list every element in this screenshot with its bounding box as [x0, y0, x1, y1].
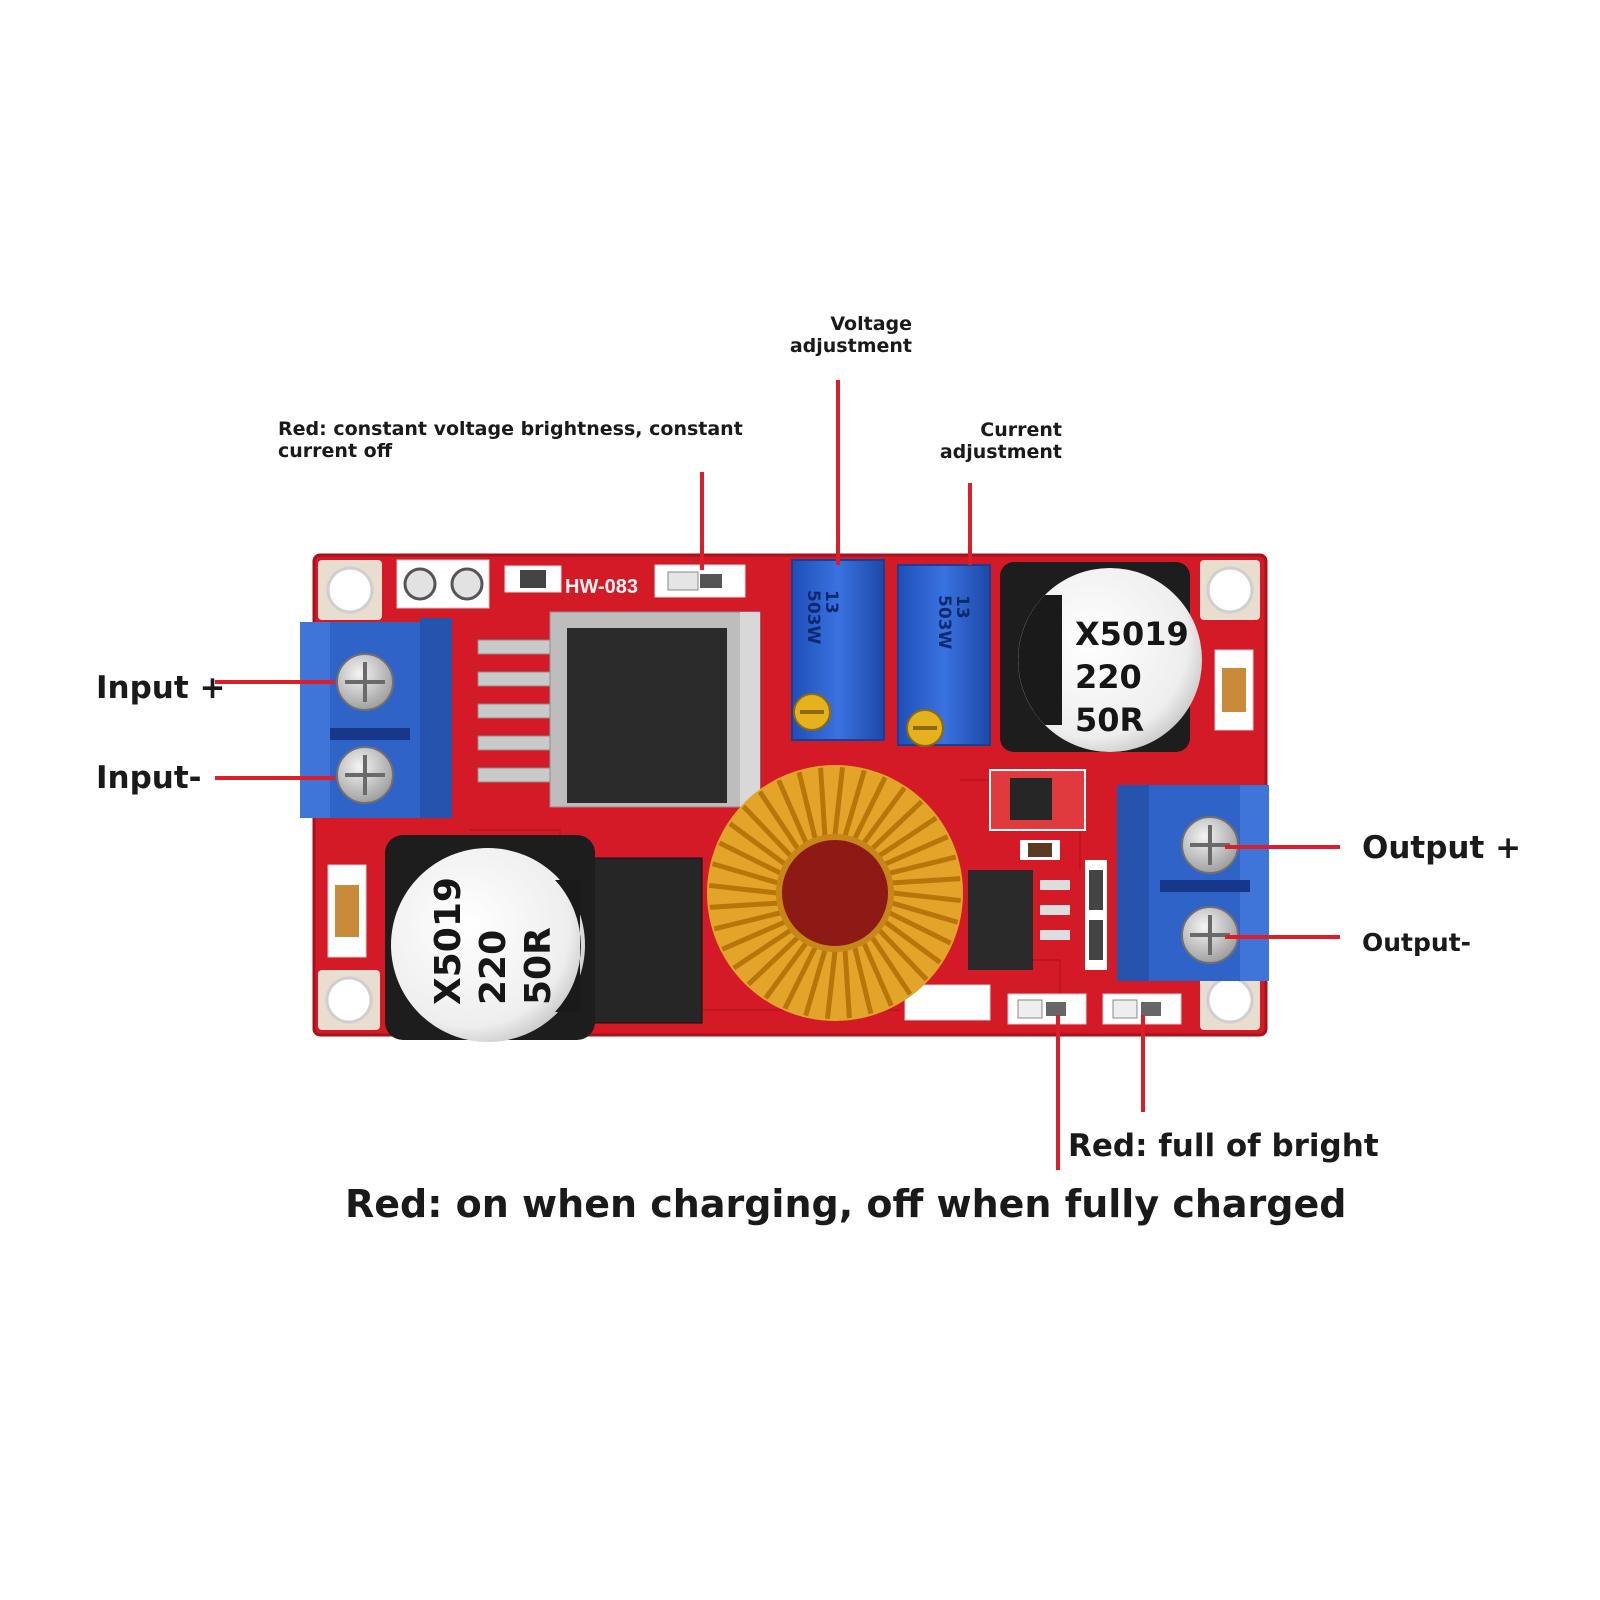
svg-text:X5019: X5019 [428, 877, 469, 1005]
coil-turn [842, 949, 852, 1019]
svg-text:220: 220 [473, 930, 514, 1005]
svg-text:50R: 50R [1075, 701, 1144, 739]
label-input-plus: Input + [96, 670, 226, 706]
label-output-plus: Output + [1362, 830, 1522, 866]
svg-text:220: 220 [1075, 658, 1142, 696]
svg-text:X5019: X5019 [1075, 615, 1189, 653]
coil-turn [832, 766, 846, 836]
label-full-bright: Red: full of bright [1068, 1128, 1379, 1164]
label-cv-line1: Red: constant voltage brightness, consta… [278, 418, 743, 440]
mounting-holes [318, 560, 1260, 1030]
coil-turn [870, 936, 913, 996]
pointer-lines [215, 380, 1340, 1170]
label-output-minus: Output- [1362, 928, 1472, 957]
coil-turn [803, 949, 828, 1017]
coil-turn [883, 919, 942, 965]
coil-turn [818, 767, 828, 837]
coil-turn [709, 900, 779, 910]
current-potentiometer: 13 503W [897, 564, 991, 747]
svg-text:503W: 503W [803, 590, 823, 644]
label-voltage-line2: adjustment [789, 335, 912, 357]
coil-turn [888, 910, 952, 946]
label-cv-line2: current off [278, 440, 393, 462]
coil-turn [824, 950, 838, 1020]
coil-turn [870, 799, 924, 851]
output-terminal-block [1117, 785, 1269, 981]
label-current-adjustment: Current adjustment [930, 419, 1062, 463]
coil-turn [877, 928, 929, 982]
coil-turn [842, 769, 867, 837]
coil-turn [861, 942, 894, 1007]
coil-turn [852, 946, 874, 1015]
label-current-line2: adjustment [939, 441, 1062, 463]
coil-turn [741, 804, 793, 858]
coil-turn [852, 776, 888, 840]
coil-turn [713, 910, 782, 932]
label-constant-voltage-led: Red: constant voltage brightness, consta… [278, 418, 743, 462]
top-pads: HW-083 [396, 559, 746, 609]
coil-turn [721, 919, 786, 952]
coil-turn [888, 854, 957, 876]
label-current-line1: Current [980, 419, 1062, 441]
coil-turn [861, 786, 907, 845]
svg-text:13: 13 [952, 595, 972, 619]
label-voltage-adjustment: Voltage adjustment [760, 313, 912, 357]
coil-turn [776, 779, 809, 844]
smd-components [327, 649, 1254, 1025]
board-model-text: HW-083 [565, 576, 638, 598]
svg-text:13: 13 [821, 590, 841, 614]
schottky-diode [581, 857, 703, 1024]
capacitor-top: X5019 220 50R [1000, 562, 1202, 752]
svg-text:503W: 503W [934, 595, 954, 649]
toroidal-inductor [707, 765, 963, 1021]
voltage-potentiometer: 13 503W [791, 559, 885, 741]
input-terminal-block [300, 618, 452, 818]
coil-turn [884, 834, 949, 867]
coil-turn [711, 861, 779, 886]
regulator-ic [477, 611, 761, 808]
coil-turn [891, 900, 959, 925]
coil-turn [757, 790, 800, 850]
coil-turn [732, 928, 792, 971]
coil-turn [892, 890, 962, 904]
coil-turn [878, 815, 938, 858]
coil-turn [891, 876, 961, 886]
coil-turn [746, 935, 800, 987]
coil-turn [782, 946, 818, 1010]
svg-text:50R: 50R [518, 927, 559, 1005]
coil-turn [796, 771, 818, 840]
label-input-minus: Input- [96, 760, 202, 796]
coil-turn [728, 821, 787, 867]
label-charging-led: Red: on when charging, off when fully ch… [345, 1182, 1347, 1226]
label-voltage-line1: Voltage [830, 313, 912, 335]
coil-turn [763, 941, 809, 1000]
coil-turn [708, 882, 778, 896]
coil-turn [718, 840, 782, 876]
capacitor-bottom: X5019 220 50R [385, 835, 595, 1042]
